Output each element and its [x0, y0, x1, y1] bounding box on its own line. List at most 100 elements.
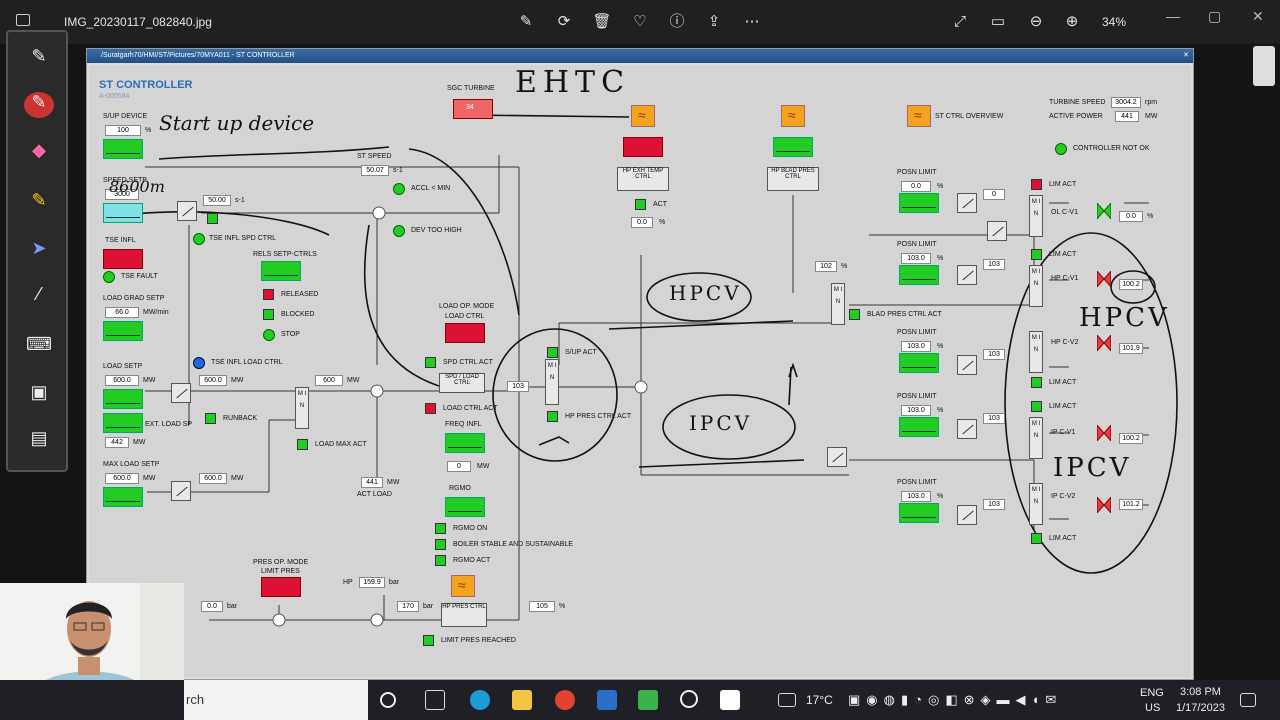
posn-limit-button[interactable]: [899, 353, 939, 373]
valve-icon[interactable]: [1097, 335, 1111, 351]
exh-value: 0.0: [631, 217, 653, 228]
sup-device-button[interactable]: [103, 139, 143, 159]
freq-infl-button[interactable]: [445, 433, 485, 453]
speed-setp-button[interactable]: [103, 203, 143, 223]
blad-min-block: M I N: [831, 283, 845, 325]
tray-icons[interactable]: ▣◉◍▮◔◎◧⊗◈▬◀◖✉: [848, 692, 1063, 707]
notification-icon[interactable]: [1240, 693, 1256, 707]
temperature[interactable]: 17°C: [806, 693, 833, 707]
pointer-icon[interactable]: ➤: [31, 238, 47, 258]
favorite-icon[interactable]: ♡: [633, 13, 647, 30]
rotate-icon[interactable]: ⟳: [557, 13, 571, 30]
clock-date[interactable]: 1/17/2023: [1176, 702, 1225, 714]
lang-us[interactable]: US: [1145, 702, 1161, 714]
load-ctrl-button[interactable]: [445, 323, 485, 343]
max-load-label: MAX LOAD SETP: [103, 461, 160, 468]
valve-icon[interactable]: [1097, 497, 1111, 513]
lim-act-label: LIM ACT: [1049, 535, 1077, 542]
hp-blad-pres-button[interactable]: [773, 137, 813, 157]
pen-icon[interactable]: ✎: [31, 46, 47, 66]
minimize-icon[interactable]: —: [1166, 8, 1180, 24]
max-load-button[interactable]: [103, 487, 143, 507]
valve-icon[interactable]: [1097, 271, 1111, 287]
photos-icon[interactable]: [597, 690, 617, 710]
posn-limit-value: 103.0: [901, 341, 931, 352]
limit-pres-button[interactable]: [261, 577, 301, 597]
tse-infl-button[interactable]: [103, 249, 143, 269]
max-load-unit: MW: [143, 475, 156, 482]
posn-limit-button[interactable]: [899, 265, 939, 285]
cortana-icon[interactable]: [380, 692, 396, 708]
freq-infl-value: 0: [447, 461, 471, 472]
released-label: RELEASED: [281, 291, 319, 298]
task-view-icon[interactable]: [425, 690, 445, 710]
load-setp-label: LOAD SETP: [103, 363, 143, 370]
load-setp-button[interactable]: [103, 389, 143, 409]
file-explorer-icon[interactable]: [512, 690, 532, 710]
close-icon[interactable]: ✕: [1252, 8, 1264, 24]
exh-value-unit: %: [659, 219, 666, 226]
valve-value: 101.2: [1119, 499, 1143, 510]
hmi-screen: /Suratgarh70/HMI/ST/Pictures/70MYA011 - …: [86, 48, 1194, 680]
valve-label: IP C-V2: [1051, 493, 1076, 500]
fit-icon[interactable]: ▭: [990, 13, 1006, 30]
zoom-in-icon[interactable]: ⊕: [1065, 13, 1079, 30]
delete-icon[interactable]: 🗑: [592, 13, 612, 30]
controller-panel: ST CONTROLLER A-000584 S/UP DEVICE 100 %…: [89, 65, 1191, 677]
zoom-out-icon[interactable]: ⊖: [1029, 13, 1043, 30]
overview-heat-icon[interactable]: [907, 105, 931, 127]
side-panel-toggle-icon[interactable]: [1253, 46, 1275, 86]
posn-limit-unit: %: [937, 183, 944, 190]
valve-icon[interactable]: [1097, 425, 1111, 441]
blad-pres-ctrl-act-indicator: [849, 309, 860, 320]
edge-icon[interactable]: [470, 690, 490, 710]
eraser-icon[interactable]: ◆: [32, 140, 46, 160]
posn-limit-button[interactable]: [899, 417, 939, 437]
fullscreen-icon[interactable]: ⤢: [953, 13, 966, 30]
more-icon[interactable]: ⋯: [744, 13, 760, 30]
chrome-icon[interactable]: [555, 690, 575, 710]
act-load-unit: MW: [387, 479, 400, 486]
controller-not-ok-label: CONTROLLER NOT OK: [1073, 145, 1150, 152]
edit-image-icon[interactable]: ✎: [519, 13, 533, 30]
share-icon[interactable]: ⇪: [707, 13, 721, 30]
main-min-block: M I N: [545, 359, 559, 405]
whiteboard-icon[interactable]: [720, 690, 740, 710]
red-pen-icon[interactable]: ✎: [24, 92, 54, 118]
weather-icon[interactable]: [778, 693, 796, 707]
load-grad-button[interactable]: [103, 321, 143, 341]
rgmo-button[interactable]: [445, 497, 485, 517]
valve-icon[interactable]: [1097, 203, 1111, 219]
zoom-level[interactable]: 34%: [1102, 15, 1127, 29]
rels-setp-button[interactable]: [261, 261, 301, 281]
lim-act-label: LIM ACT: [1049, 379, 1077, 386]
highlighter-icon[interactable]: ✎: [31, 190, 47, 210]
posn-limit-unit: %: [937, 493, 944, 500]
maximize-icon[interactable]: ▢: [1208, 8, 1222, 24]
info-icon[interactable]: ⓘ: [669, 13, 685, 30]
spd-ctrl-act-label: SPD CTRL ACT: [443, 359, 493, 366]
annotation-toolbar: ✎ ✎ ◆ ✎ ➤ ⁄ ⌨ ▣ ▤: [6, 30, 68, 472]
hp-blad-pres-block: HP BLAD PRES CTRL: [767, 167, 819, 191]
st-speed-unit: s-1: [393, 167, 403, 174]
screen-capture-icon[interactable]: ▣: [30, 382, 48, 402]
posn-limit-button[interactable]: [899, 503, 939, 523]
st-ctrl-overview-label[interactable]: ST CTRL OVERVIEW: [935, 113, 1004, 120]
window-icon[interactable]: ▤: [30, 428, 48, 448]
load-600-value: 600: [315, 375, 343, 386]
speed-ramp-block: [177, 201, 197, 221]
ext-load-sp-button[interactable]: [103, 413, 143, 433]
hp-exh-temp-button[interactable]: [623, 137, 663, 157]
keyboard-icon[interactable]: ⌨: [26, 334, 52, 354]
posn-limit-button[interactable]: [899, 193, 939, 213]
hp-pres-value: 159.9: [359, 577, 385, 588]
accl-min-label: ACCL < MIN: [411, 185, 451, 192]
lang-eng[interactable]: ENG: [1140, 687, 1164, 699]
pres-left-value: 0.0: [201, 601, 223, 612]
recorder-icon[interactable]: [680, 690, 698, 708]
camera-app-icon[interactable]: [638, 690, 658, 710]
sgc-turbine-button[interactable]: 34: [453, 99, 493, 119]
clock-time[interactable]: 3:08 PM: [1180, 686, 1221, 698]
dropper-icon[interactable]: ⁄: [37, 284, 41, 304]
taskbar-search[interactable]: rch: [184, 680, 368, 720]
